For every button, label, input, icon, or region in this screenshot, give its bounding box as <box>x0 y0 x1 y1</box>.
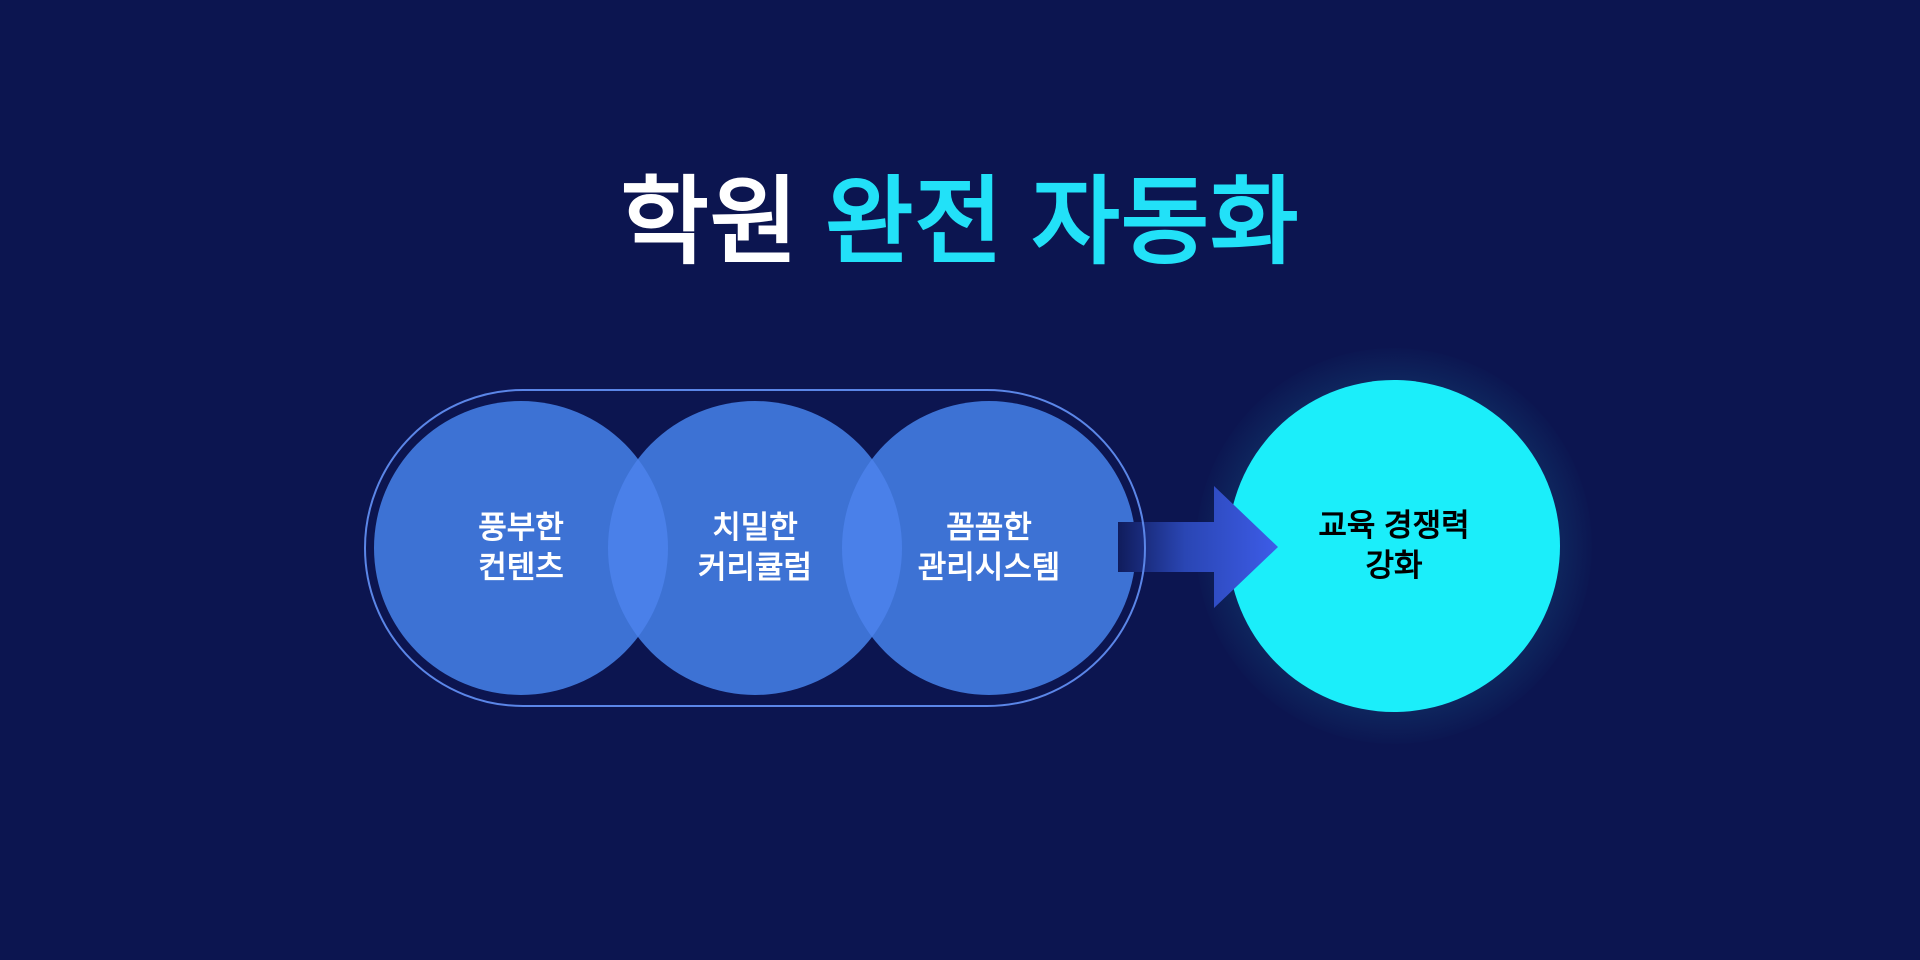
venn-diagram-group: 풍부한 컨텐츠 치밀한 커리큘럼 꼼꼼한 관리시스템 <box>364 389 1146 707</box>
venn-label-2-line1: 치밀한 <box>712 510 798 546</box>
right-arrow-icon <box>1118 486 1278 608</box>
venn-circle-3 <box>842 401 1136 695</box>
result-circle: 교육 경쟁력 강화 <box>1228 380 1560 712</box>
venn-circle-2 <box>608 401 902 695</box>
venn-circles-graphic <box>374 401 1136 695</box>
venn-label-2-line2: 커리큘럼 <box>697 550 813 585</box>
venn-label-3-line2: 관리시스템 <box>917 550 1061 585</box>
venn-circle-1 <box>374 401 668 695</box>
result-line2: 강화 <box>1365 548 1423 583</box>
venn-label-3: 꼼꼼한 관리시스템 <box>842 389 1136 707</box>
flow-arrow <box>1118 478 1278 616</box>
venn-label-1-line2: 컨텐츠 <box>478 550 564 585</box>
venn-label-3-line1: 꼼꼼한 <box>946 510 1032 546</box>
venn-label-1-line1: 풍부한 <box>478 510 564 546</box>
result-line1: 교육 경쟁력 <box>1318 507 1470 543</box>
venn-label-2: 치밀한 커리큘럼 <box>608 389 902 707</box>
venn-label-1: 풍부한 컨텐츠 <box>374 389 668 707</box>
title-segment-accent: 완전 자동화 <box>825 169 1300 276</box>
title-segment-primary: 학원 <box>620 169 800 276</box>
